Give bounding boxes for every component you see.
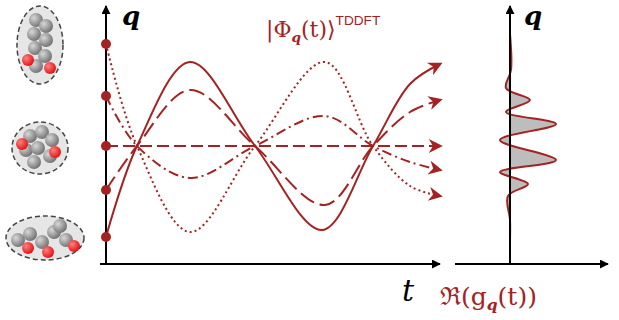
t-axis: [100, 263, 440, 265]
trajectory-curves: [106, 44, 440, 237]
spectrum-line: [500, 34, 556, 240]
axis-label: q: [122, 3, 140, 29]
label-text: q: [524, 1, 542, 31]
axis-label: q: [524, 3, 542, 29]
label-text: TDDFT: [336, 13, 381, 28]
label-text: (g: [461, 282, 487, 311]
initial-points: [101, 39, 111, 242]
spectrum-curve: [500, 34, 556, 240]
molecule-top: [17, 6, 63, 84]
axis-label: t: [402, 276, 414, 306]
label-text: q: [122, 1, 140, 31]
molecule-bottom: [6, 216, 84, 260]
trajectory: [106, 62, 440, 237]
label-text: t: [402, 273, 414, 308]
value-axis: [455, 263, 608, 265]
label-text: q: [291, 29, 301, 45]
molecule-middle: [12, 122, 68, 174]
label-text: |Φ: [266, 17, 291, 42]
label-text: (t)): [498, 282, 537, 311]
label-text: q: [487, 295, 498, 314]
trajectory: [106, 90, 440, 205]
trajectory: [106, 44, 440, 232]
trajectory: [106, 145, 440, 147]
q-axis-right: [509, 6, 511, 264]
trajectory: [106, 96, 440, 178]
function-label: ℜ(gq(t)): [440, 284, 537, 313]
spectrum-fill: [500, 34, 556, 240]
state-label: |Φq(t)⟩TDDFT: [266, 14, 380, 45]
label-text: ℜ: [440, 282, 461, 311]
label-text: (t)⟩: [301, 17, 336, 42]
